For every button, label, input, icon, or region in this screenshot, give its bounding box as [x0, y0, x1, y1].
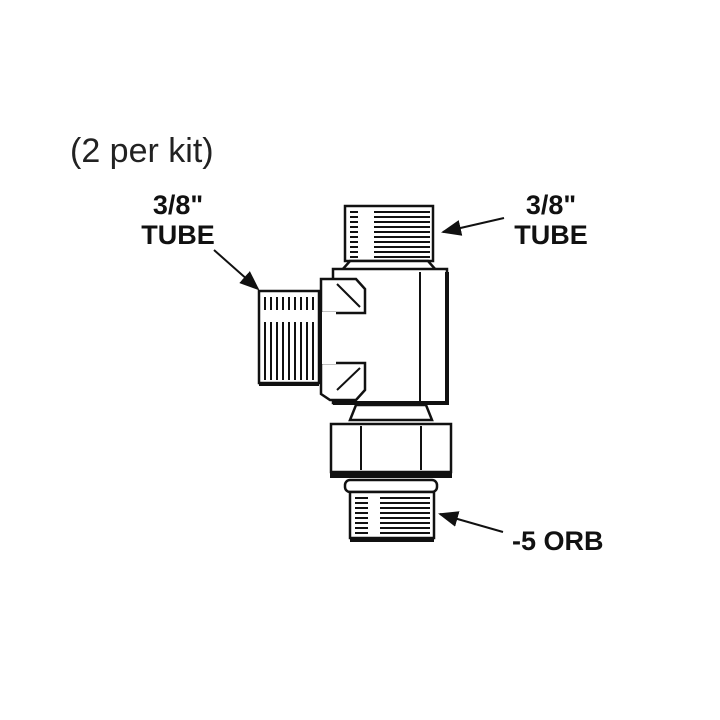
- left-port-label-type: TUBE: [141, 220, 215, 250]
- fitting-body: [257, 204, 453, 542]
- bottom-port-label: -5 ORB: [512, 526, 604, 556]
- top-port-label-size: 3/8": [526, 190, 576, 220]
- left-port-label-size: 3/8": [153, 190, 203, 220]
- kit-quantity-note: (2 per kit): [70, 132, 214, 170]
- bottom-port-arrow: [438, 511, 504, 533]
- top-port-arrow: [441, 217, 505, 236]
- top-port-label-type: TUBE: [514, 220, 588, 250]
- left-port-arrow: [213, 249, 260, 291]
